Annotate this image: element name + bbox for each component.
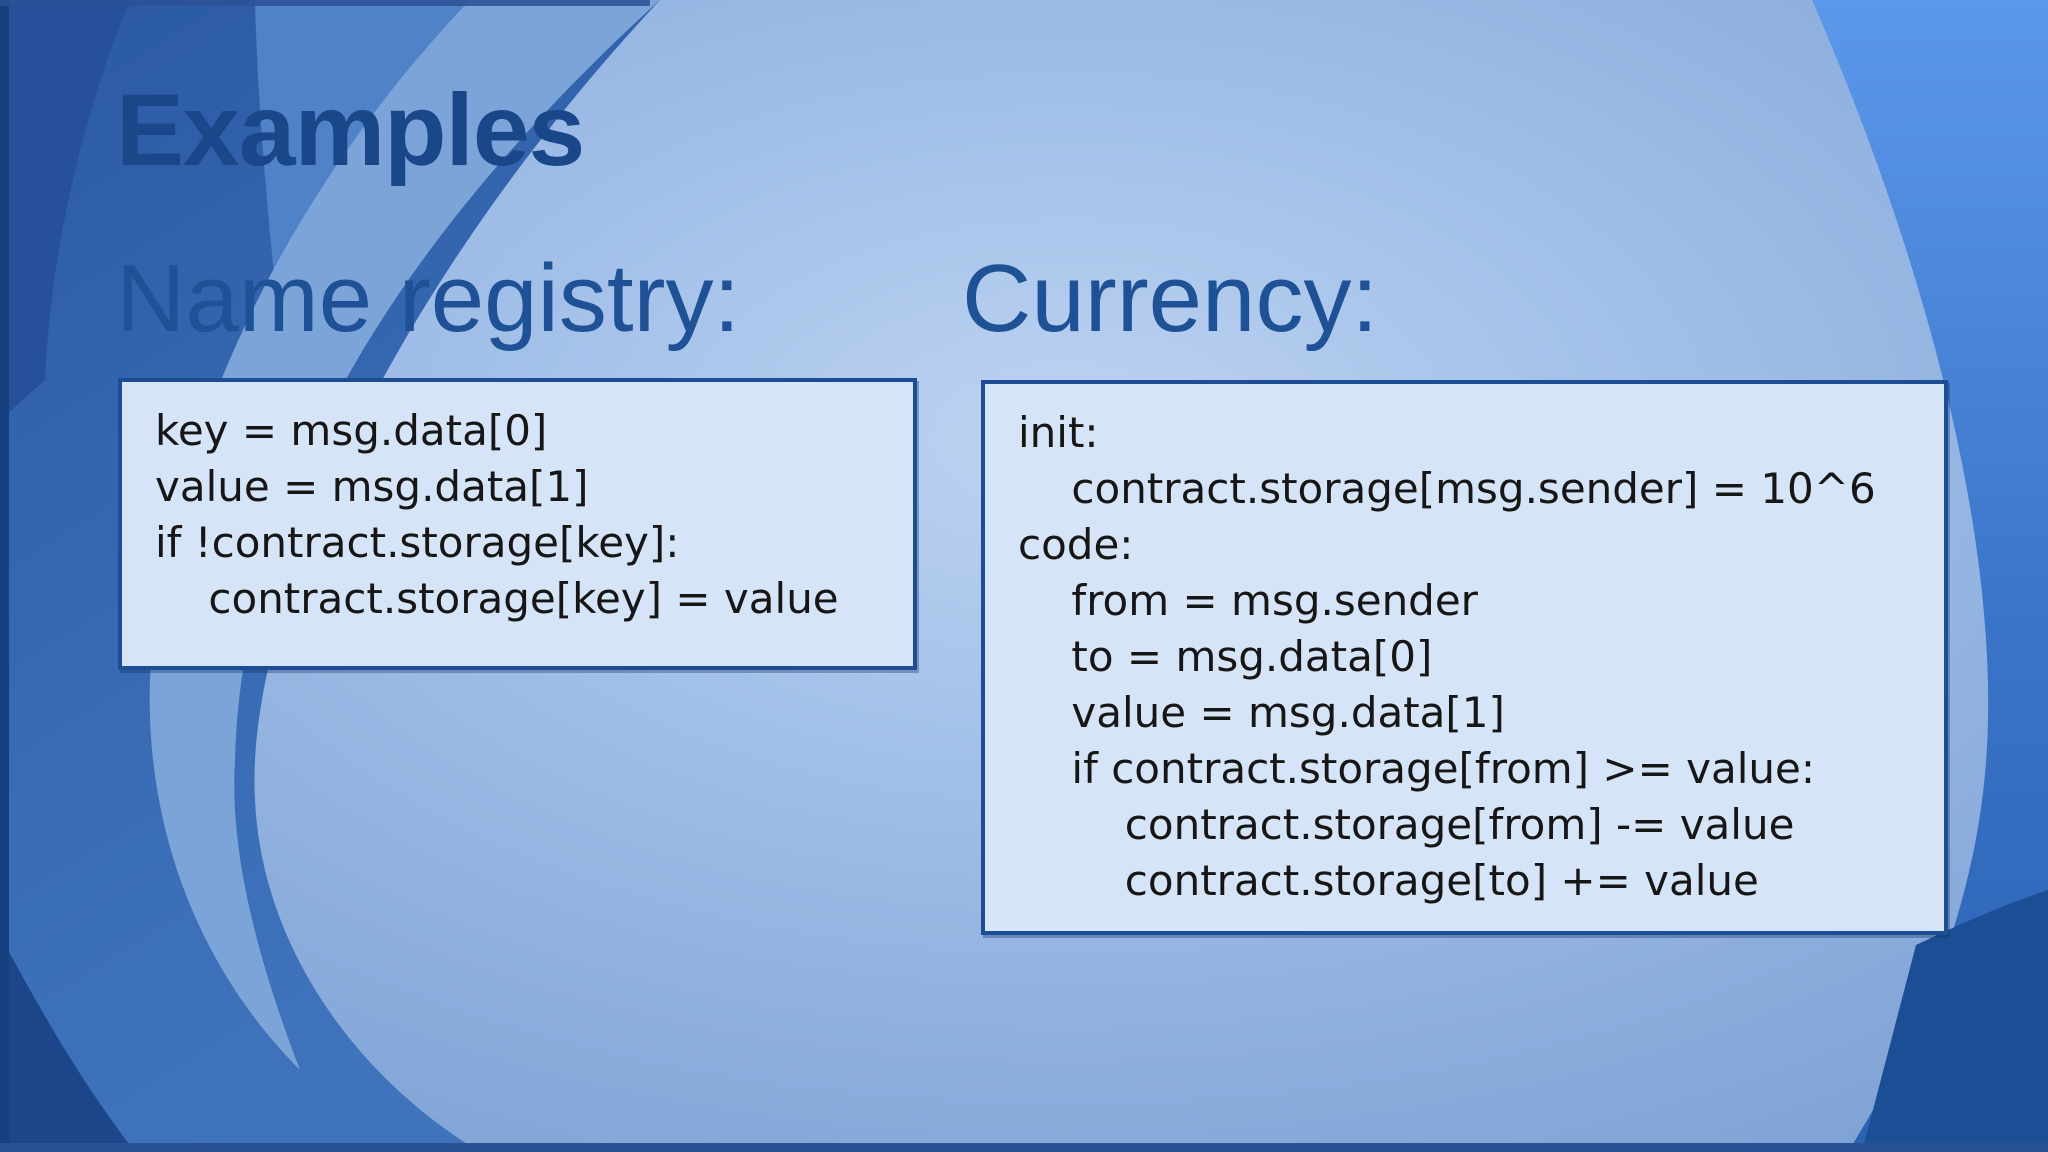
section-heading-currency: Currency:	[962, 245, 1379, 352]
background-left-wedge	[255, 0, 470, 380]
background-top-left-wedge	[0, 0, 130, 420]
background-light-crescent	[149, 0, 660, 1070]
background-bottom-edge-strip	[0, 1143, 2048, 1152]
background-bottom-left-wedge	[0, 935, 135, 1152]
background-left-edge-strip	[0, 0, 9, 1152]
background-right-swoosh	[1812, 0, 2048, 1152]
background-top-edge-strip	[0, 0, 650, 6]
code-box-currency: init: contract.storage[msg.sender] = 10^…	[981, 380, 1948, 935]
background-left-band	[0, 0, 660, 1152]
slide-title: Examples	[116, 73, 585, 187]
background-bottom-right-wedge	[1862, 890, 2048, 1152]
code-box-name-registry: key = msg.data[0] value = msg.data[1] if…	[118, 378, 917, 670]
code-text-name-registry: key = msg.data[0] value = msg.data[1] if…	[155, 406, 839, 623]
code-text-currency: init: contract.storage[msg.sender] = 10^…	[1018, 408, 1876, 905]
section-heading-name-registry: Name registry:	[116, 245, 741, 352]
